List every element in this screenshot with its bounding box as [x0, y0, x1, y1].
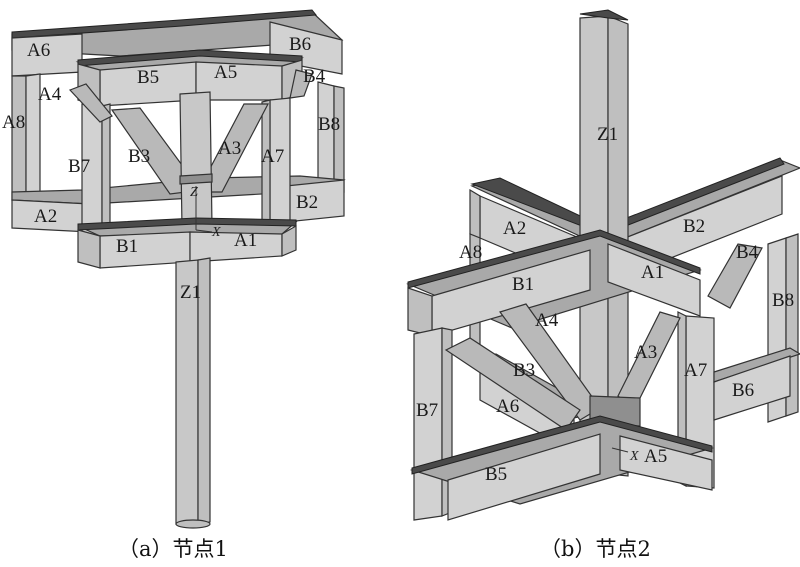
- b-beam-b1-end: [407, 287, 433, 337]
- b-label-a1: A1: [641, 262, 664, 283]
- b-beam-b6-top: [713, 347, 800, 383]
- a-label-b7: B7: [68, 156, 90, 177]
- a-column-b8: [317, 81, 335, 191]
- b-column-b7: [413, 327, 443, 521]
- b-label-b8: B8: [772, 290, 794, 311]
- b-brace-b3: [444, 337, 581, 431]
- b-label-b5: B5: [485, 464, 507, 485]
- b-axis-x-line: [611, 447, 629, 453]
- a-axis-z-label: Z: [190, 185, 198, 200]
- b-beam-a5: [619, 435, 713, 491]
- b-label-b4: B4: [736, 242, 759, 263]
- a-brace-b3: [110, 107, 191, 195]
- a-label-b5: B5: [137, 67, 159, 88]
- a-node-ring: [179, 173, 213, 185]
- a-label-b6: B6: [289, 34, 311, 55]
- a-column-z1-side: [197, 257, 211, 525]
- b-brace-a3: [617, 311, 681, 411]
- b-column-top: [579, 9, 629, 21]
- b-label-b6: B6: [732, 380, 754, 401]
- a-beam-b1-end: [77, 229, 101, 269]
- b-label-a2: A2: [503, 218, 526, 239]
- a-column-z1-base: [175, 519, 211, 529]
- figure-b-labels: Z1 A2 B2 A8 B4 B1 A1 B8 A4 A3 B3 A7 B7 A…: [416, 124, 794, 485]
- b-axis-x-label: X: [629, 449, 639, 464]
- a-label-a3: A3: [218, 138, 241, 159]
- b-beam-a1: [607, 243, 701, 317]
- a-label-a6: A6: [27, 40, 50, 61]
- b-label-z1: Z1: [597, 124, 618, 145]
- a-column-a8: [11, 75, 27, 201]
- a-label-a1: A1: [234, 230, 257, 251]
- a-brace-a4: [68, 83, 113, 123]
- caption-a: （a）节点1: [118, 537, 228, 561]
- b-beam-a2-end: [469, 188, 481, 239]
- b-label-b3: B3: [513, 360, 535, 381]
- a-axis-x-label: X: [211, 225, 221, 240]
- b-label-b7: B7: [416, 400, 438, 421]
- a-axis-x-line: [195, 229, 213, 233]
- b-label-b2: B2: [683, 216, 705, 237]
- caption-b: （b）节点2: [540, 537, 651, 561]
- a-label-b1: B1: [116, 236, 138, 257]
- a-column-b7-side: [101, 103, 111, 237]
- b-brace-b4: [707, 243, 763, 309]
- b-beam-b5: [447, 433, 601, 521]
- figure-a-labels: A6 B6 A4 B5 A5 B4 A8 B8 B7 B3 A3 A7 A2 B…: [2, 34, 340, 303]
- b-bottom-front-flange: [411, 415, 713, 475]
- a-label-b3: B3: [128, 146, 150, 167]
- a-label-a4: A4: [38, 84, 62, 105]
- figure-b-joint-model: [406, 9, 800, 521]
- b-label-a3: A3: [634, 342, 657, 363]
- a-column-b8-side: [333, 85, 345, 193]
- b-label-a4: A4: [535, 310, 559, 331]
- a-label-a7: A7: [261, 146, 284, 167]
- b-label-a6: A6: [496, 396, 519, 417]
- b-label-a5: A5: [644, 446, 667, 467]
- figure-a-joint-model: [11, 9, 346, 529]
- a-beam-a1-end: [281, 224, 297, 257]
- a-label-b2: B2: [296, 192, 318, 213]
- a-label-b8: B8: [318, 114, 340, 135]
- a-label-a8: A8: [2, 112, 25, 133]
- a-label-a2: A2: [34, 206, 57, 227]
- b-label-b1: B1: [512, 274, 534, 295]
- b-beam-b6: [713, 355, 791, 421]
- b-label-a7: A7: [684, 360, 707, 381]
- a-label-a5: A5: [214, 62, 237, 83]
- a-brace-b4: [289, 69, 313, 99]
- a-label-z1: Z1: [180, 282, 201, 303]
- a-label-b4: B4: [303, 66, 326, 87]
- b-label-a8: A8: [459, 242, 482, 263]
